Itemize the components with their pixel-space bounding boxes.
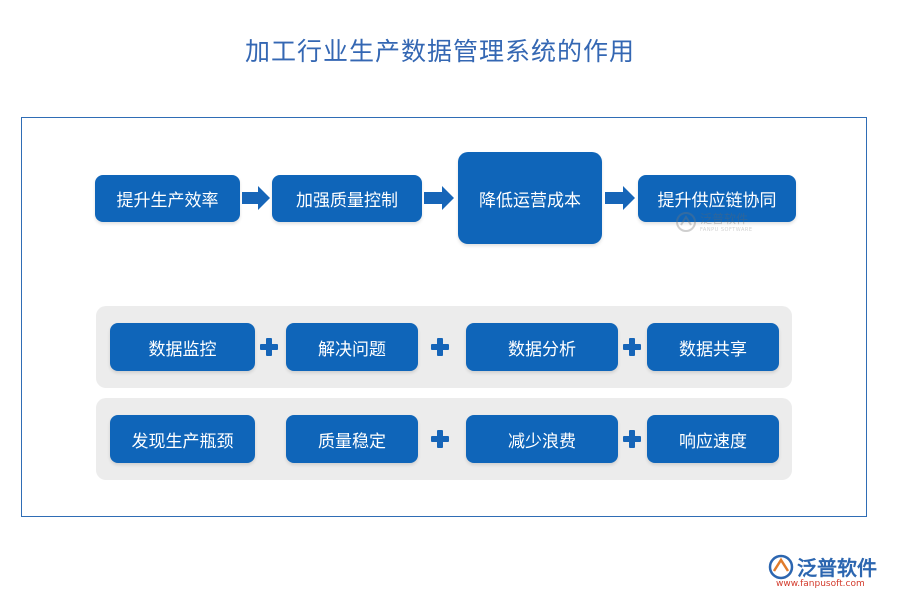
row2-item-4: 响应速度: [647, 415, 779, 463]
watermark-name: 泛普软件: [700, 212, 749, 226]
watermark-sub: FANPU SOFTWARE: [700, 227, 753, 233]
fanpu-logo-icon: [768, 554, 794, 579]
brand-logo: 泛普软件 www.fanpusoft.com: [768, 552, 877, 589]
row1-item-1: 数据监控: [110, 323, 255, 371]
row1-item-2: 解决问题: [286, 323, 418, 371]
flow-step-3: 降低运营成本: [458, 152, 602, 244]
row2-item-2: 质量稳定: [286, 415, 418, 463]
arrow-right-icon: [424, 186, 454, 210]
fanpu-logo-icon: [676, 211, 696, 232]
plus-icon: [431, 338, 449, 356]
arrow-right-icon: [242, 186, 270, 210]
arrow-right-icon: [605, 186, 635, 210]
row1-item-4: 数据共享: [647, 323, 779, 371]
flow-step-2: 加强质量控制: [272, 175, 422, 222]
row2-item-3: 减少浪费: [466, 415, 618, 463]
flow-step-4: 提升供应链协同: [638, 175, 796, 222]
brand-url: www.fanpusoft.com: [776, 579, 865, 589]
plus-icon: [623, 338, 641, 356]
page-title: 加工行业生产数据管理系统的作用: [244, 37, 635, 66]
row2-item-1: 发现生产瓶颈: [110, 415, 255, 463]
watermark: 泛普软件 FANPU SOFTWARE: [676, 210, 753, 233]
plus-icon: [431, 430, 449, 448]
plus-icon: [623, 430, 641, 448]
plus-icon: [260, 338, 278, 356]
flow-step-1: 提升生产效率: [95, 175, 240, 222]
row1-item-3: 数据分析: [466, 323, 618, 371]
brand-name: 泛普软件: [797, 556, 877, 580]
